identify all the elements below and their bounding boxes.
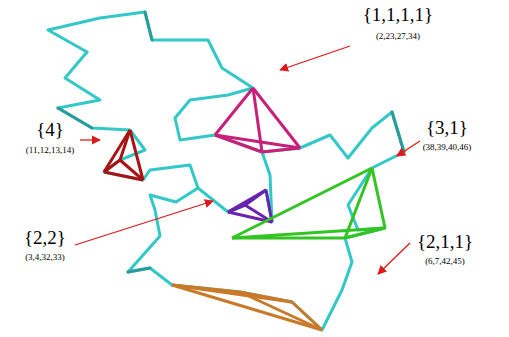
clique-green bbox=[232, 168, 385, 238]
backbone bbox=[48, 12, 404, 330]
clique-red bbox=[104, 130, 143, 180]
clique-type-label: {2,2} bbox=[24, 228, 66, 249]
residue-list-label: (2,23,27,34) bbox=[376, 32, 420, 42]
clique-type-label: {1,1,1,1} bbox=[363, 5, 434, 26]
clique-type-label: {4} bbox=[36, 120, 64, 141]
clique-violet bbox=[228, 190, 272, 222]
residue-list-label: (3,4,32,33) bbox=[25, 253, 65, 263]
clique-type-label: {3,1} bbox=[426, 118, 468, 139]
residue-list-label: (6,7,42,45) bbox=[425, 257, 465, 267]
clique-type-label: {2,1,1} bbox=[417, 232, 473, 253]
clique-magenta bbox=[215, 88, 300, 152]
clique-orange bbox=[172, 285, 322, 330]
residue-list-label: (38,39,40,46) bbox=[423, 143, 472, 153]
leader-arrows bbox=[75, 46, 420, 274]
residue-list-label: (11,12,13,14) bbox=[26, 146, 74, 156]
